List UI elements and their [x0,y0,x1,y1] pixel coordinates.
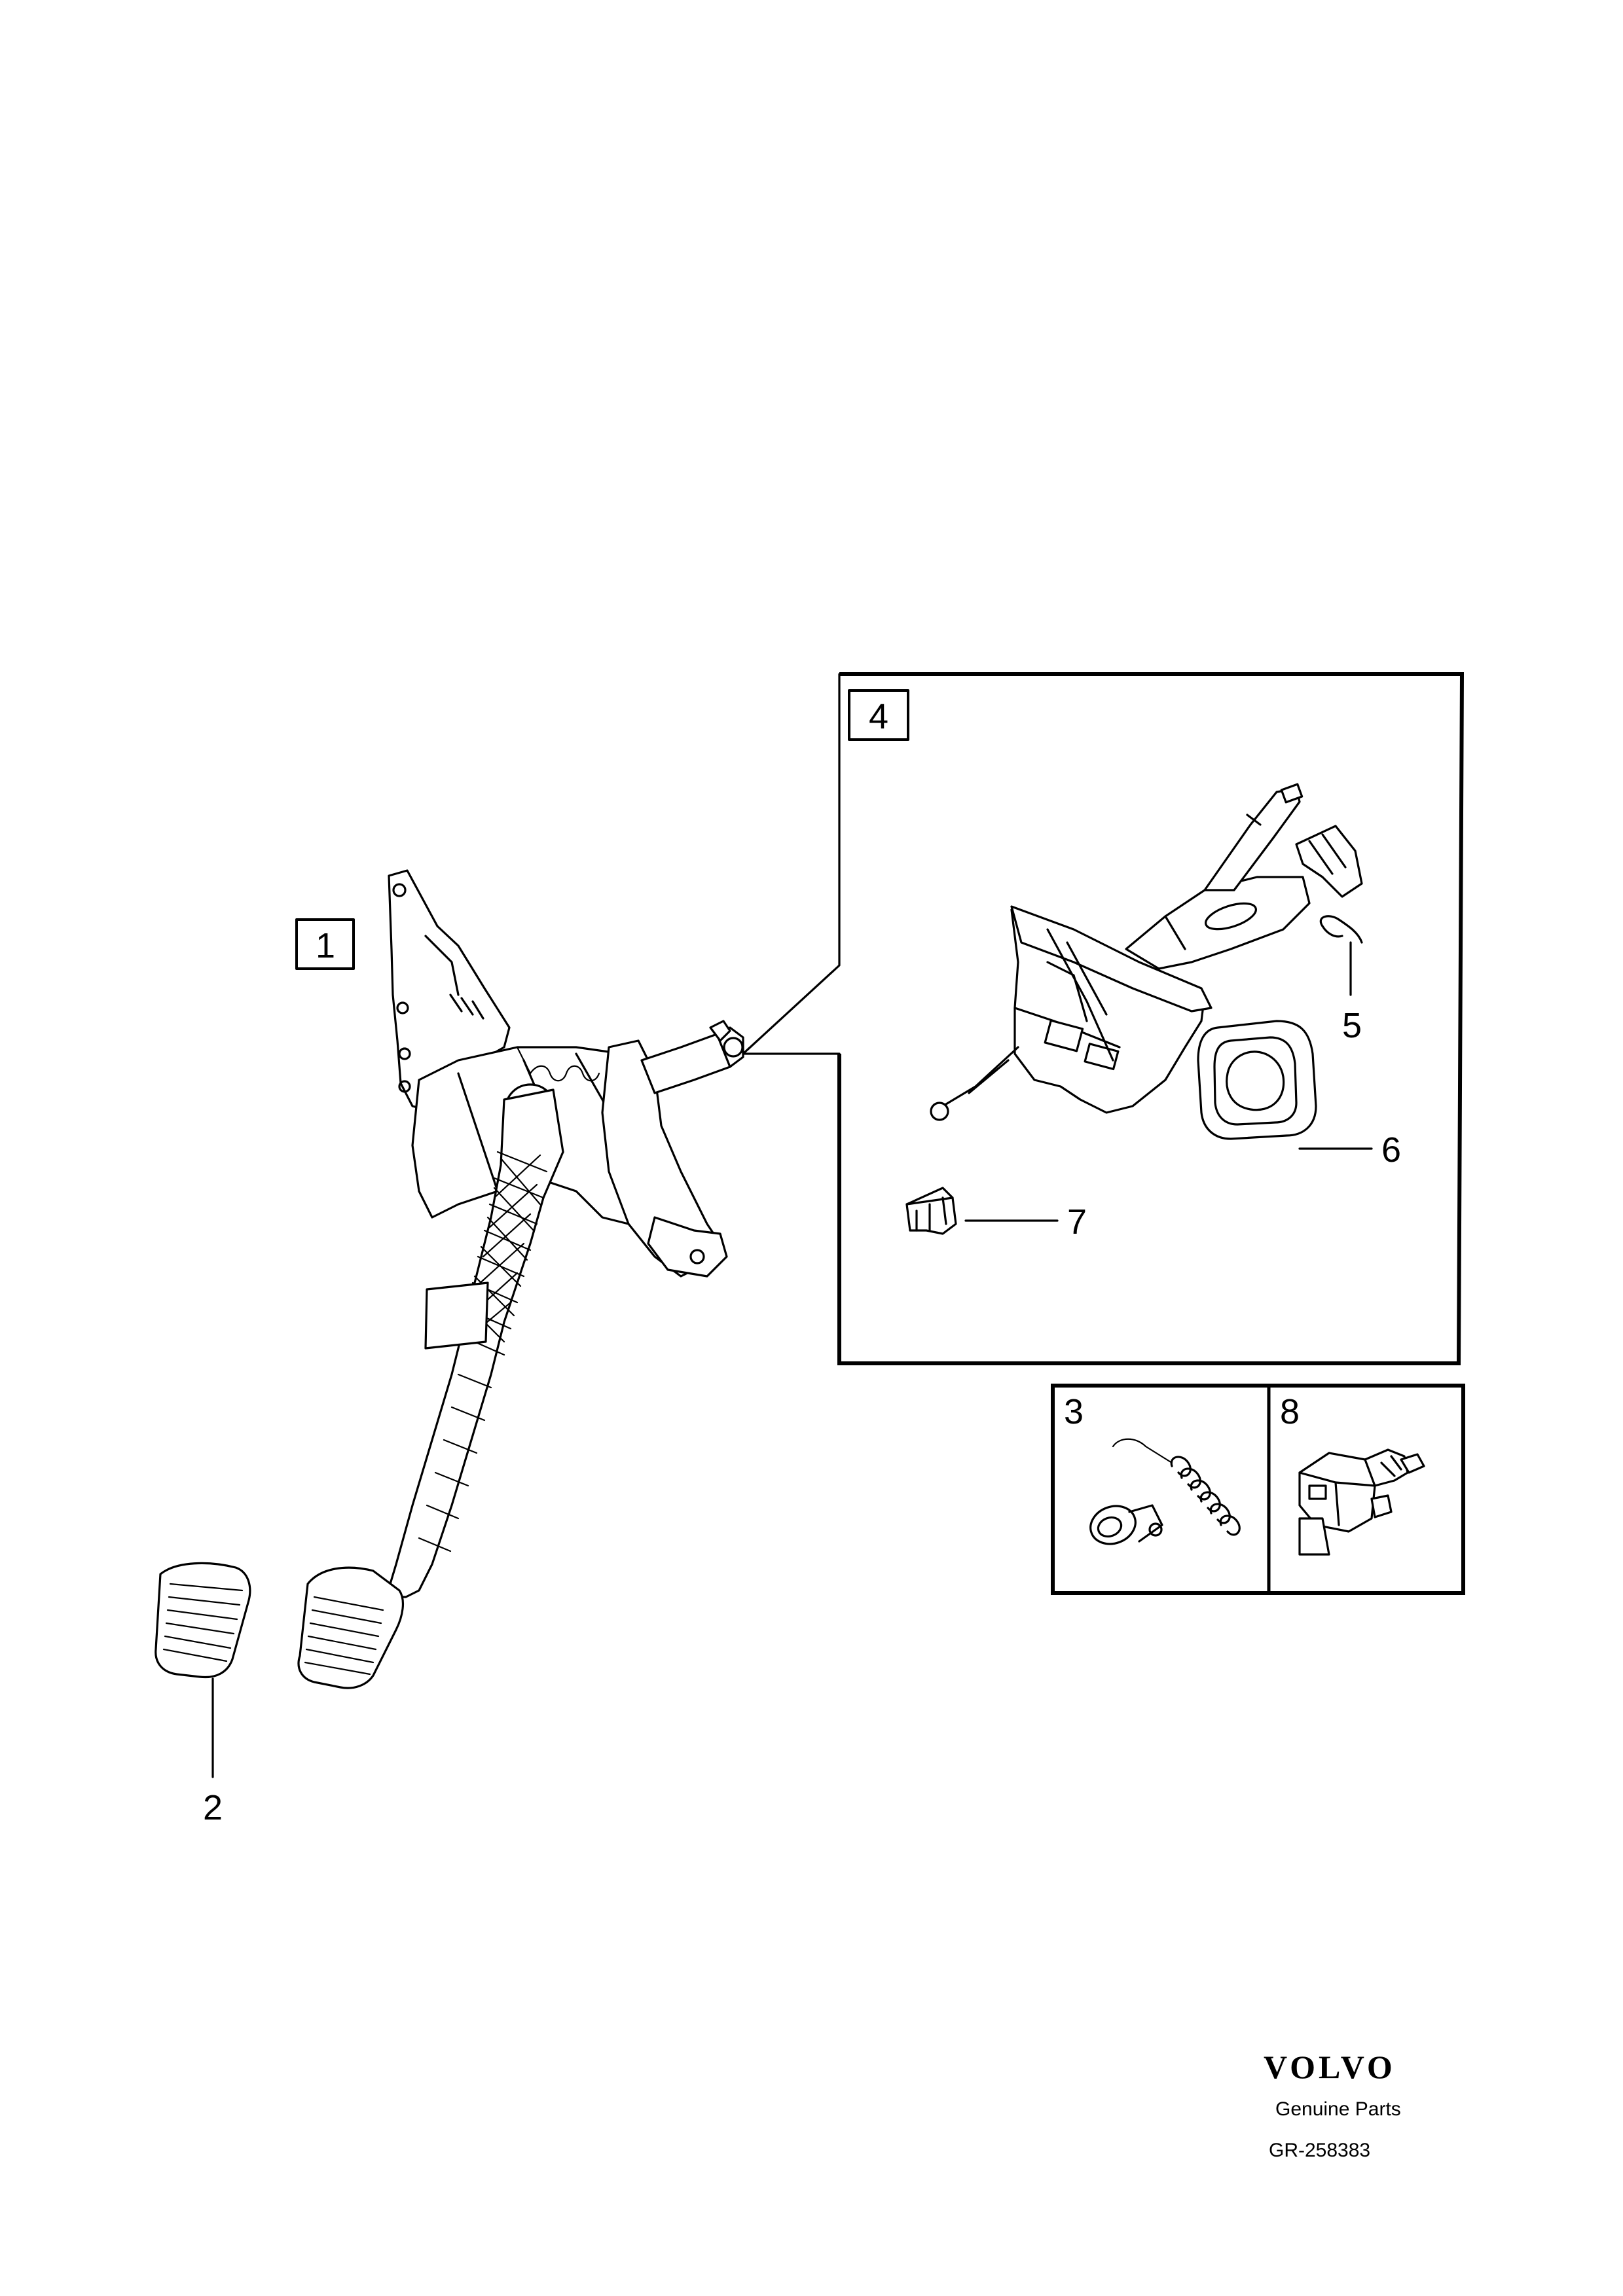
gasket-part [1197,1020,1373,1150]
volvo-branding: VOLVO Genuine Parts GR-258383 [1264,2049,1401,2161]
callout-number-6: 6 [1381,1130,1401,1170]
pedal-switch-part [1298,1448,1425,1556]
callout-number-5: 5 [1342,1006,1362,1045]
pedal-pad-part [155,1562,251,1679]
genuine-parts-label: Genuine Parts [1275,2098,1401,2120]
leader-line-item-4 [742,673,841,1055]
callout-number-3: 3 [1064,1392,1084,1431]
diagram-reference-number: GR-258383 [1269,2140,1370,2161]
pedal-box-assembly [297,869,744,1689]
callout-number-7: 7 [1067,1202,1087,1242]
callout-number-2: 2 [203,1788,223,1827]
bracket-clip-part [905,1187,1059,1235]
callout-number-8: 8 [1280,1392,1300,1431]
callout-box-1 [295,918,355,970]
inset-frame-items-3-8 [1051,1384,1465,1595]
return-spring-part [1089,1438,1241,1545]
callout-number-1: 1 [316,926,335,965]
inset-frame-item-4 [742,672,1465,1365]
clutch-master-cylinder [930,783,1363,1121]
retaining-clip-part [1319,915,1363,996]
callout-number-4: 4 [869,697,888,736]
volvo-logo: VOLVO [1264,2049,1396,2085]
callout-box-4 [848,689,909,741]
